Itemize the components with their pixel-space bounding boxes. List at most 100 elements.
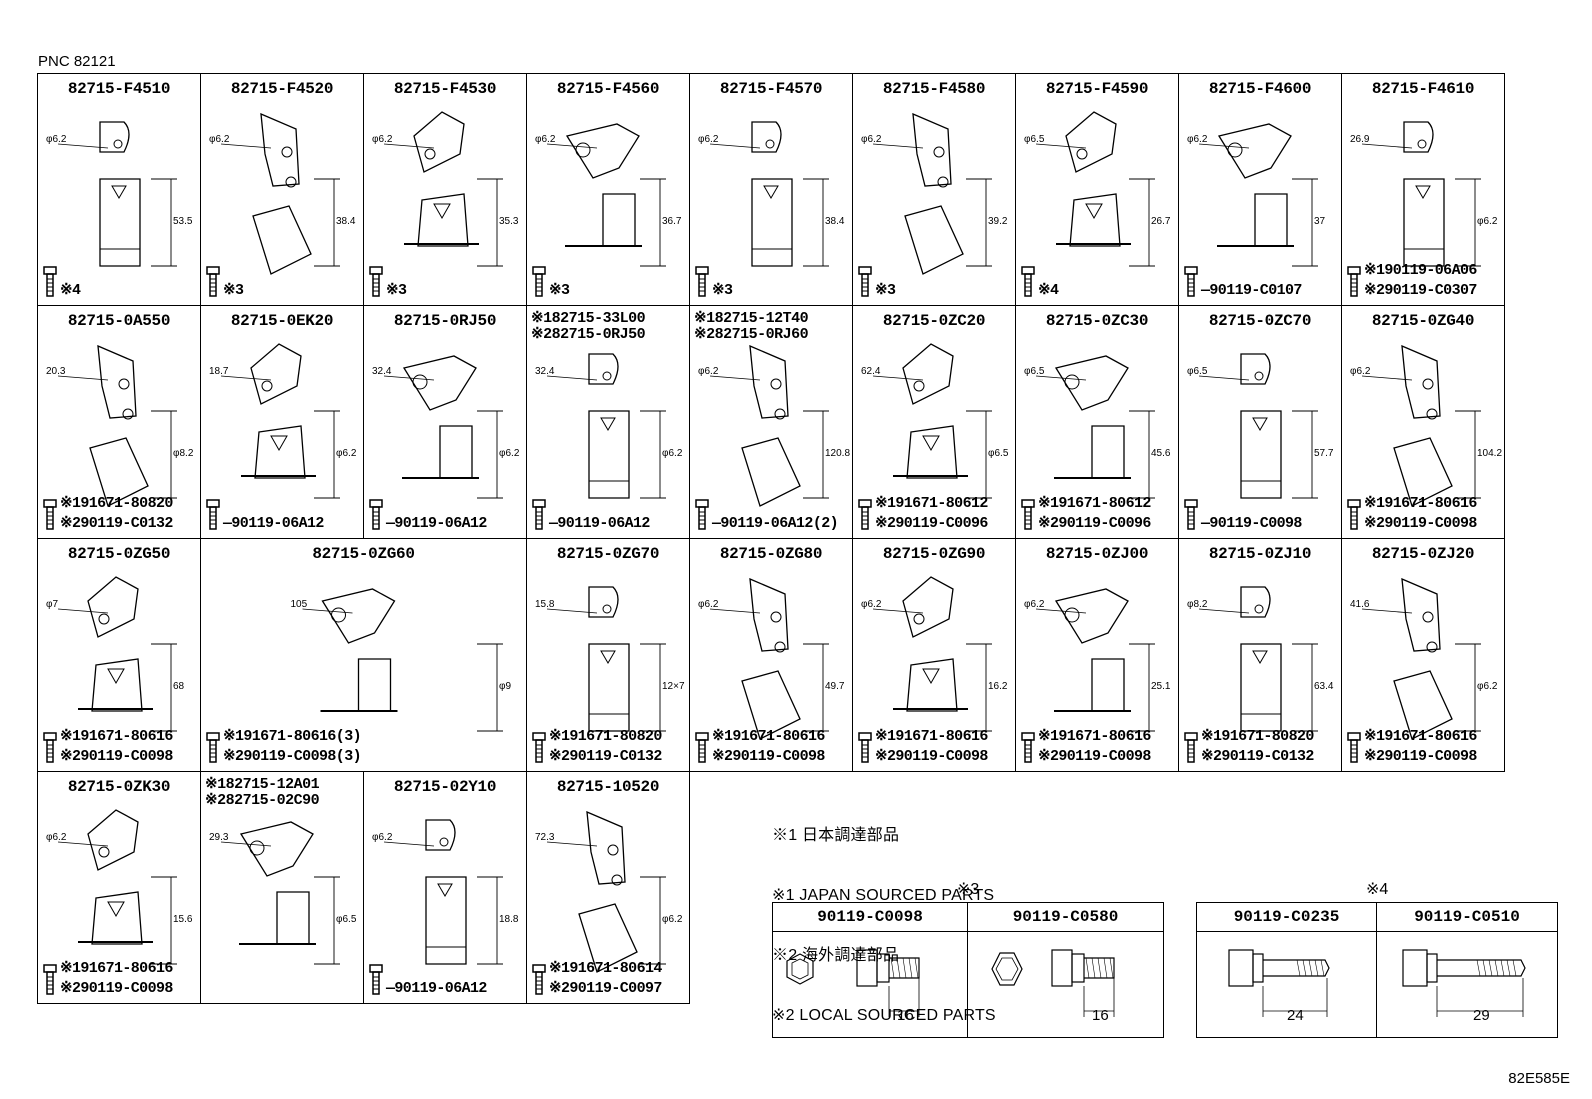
diagram-reference: 82E585E [1508, 1070, 1570, 1087]
bolt-part-number: ※191671-80616 ※290119-C0098 [875, 728, 988, 765]
dimension-label: 38.4 [336, 216, 356, 227]
bolt-spec: ※191671-80616(3) ※290119-C0098(3) [205, 727, 362, 767]
part-number: 82715-0ZG90 [882, 545, 986, 563]
dimension-label: φ6.2 [698, 134, 719, 145]
dimension-label: φ6.2 [698, 366, 719, 377]
dimension-label: 26.9 [1350, 134, 1370, 145]
bolt-part-number: ※191671-80820 ※290119-C0132 [549, 728, 662, 765]
dimension-label: φ6.2 [372, 832, 393, 843]
bolt-icon [206, 732, 220, 763]
dimension-label: 104.2 [1477, 448, 1503, 459]
bracket-drawing [302, 588, 503, 732]
bolt-icon [858, 499, 872, 530]
bolt-icon [1021, 499, 1035, 530]
bracket-drawing [1361, 344, 1481, 507]
dimension-label: φ6.5 [1024, 134, 1045, 145]
bolt-icon [43, 732, 57, 763]
bolt-part-number: —90119-C0098 [1201, 515, 1302, 532]
dimension-label: 32.4 [372, 366, 392, 377]
dimension-label: 39.2 [988, 216, 1008, 227]
dimension-label: 20.3 [46, 366, 66, 377]
dimension-label: φ7 [46, 599, 59, 610]
dimension-label: φ6.2 [861, 599, 882, 610]
bolt-part-number: 90119-C0235 [1197, 903, 1376, 932]
dimension-label: φ6.5 [1187, 366, 1208, 377]
note-3: ※2 海外調達部品 [772, 947, 900, 964]
part-number: 82715-0ZG40 [1371, 312, 1475, 330]
part-number: 82715-F4530 [393, 80, 497, 98]
dimension-label: φ6.2 [861, 134, 882, 145]
bolt-spec: ※190119-06A06 ※290119-C0307 [1346, 261, 1477, 301]
part-number: 82715-0ZJ20 [1371, 545, 1475, 563]
bolt-spec: ※3 [694, 266, 733, 301]
bolt-col: 90119-C0510 29 [1377, 903, 1557, 1037]
dimension-label: φ6.2 [662, 448, 683, 459]
dimension-label: φ8.2 [1187, 599, 1208, 610]
bolt-icon [369, 964, 383, 995]
part-number: 82715-0ZJ10 [1208, 545, 1312, 563]
bolt-spec: ※191671-80820 ※290119-C0132 [42, 494, 173, 534]
note-2: ※1 JAPAN SOURCED PARTS [772, 887, 995, 904]
part-number: 82715-0EK20 [230, 312, 334, 330]
bracket-drawing [1198, 586, 1318, 732]
bracket-drawing [1361, 121, 1481, 267]
bolt-spec: —90119-C0107 [1183, 266, 1302, 301]
dimension-label: φ6.2 [372, 134, 393, 145]
bolt-spec: ※4 [1020, 266, 1059, 301]
part-number: 82715-F4610 [1371, 80, 1475, 98]
dimension-label: φ6.2 [1477, 681, 1498, 692]
part-number: 82715-F4570 [719, 80, 823, 98]
part-number: 82715-0ZK30 [67, 778, 171, 796]
dimension-label: 105 [290, 599, 308, 610]
bolt-spec: ※191671-80820 ※290119-C0132 [531, 727, 662, 767]
bracket-drawing [1035, 111, 1155, 267]
part-number: 82715-F4560 [556, 80, 660, 98]
bolt-spec: —90119-06A12(2) [694, 499, 839, 534]
bolt-part-number: ※3 [386, 282, 407, 299]
bracket-drawing [383, 355, 503, 499]
dimension-label: 15.6 [173, 914, 193, 925]
dimension-label: 45.6 [1151, 448, 1171, 459]
sourcing-notes: ※1 日本調達部品 ※1 JAPAN SOURCED PARTS ※2 海外調達… [772, 786, 996, 1046]
bolt-spec: ※191671-80616 ※290119-C0098 [694, 727, 825, 767]
bolt-part-number: ※191671-80616 ※290119-C0098 [1364, 495, 1477, 532]
dimension-label: φ6.2 [336, 448, 357, 459]
dimension-label: 62.4 [861, 366, 881, 377]
bracket-drawing [220, 821, 340, 965]
bolt-part-number: ※191671-80612 ※290119-C0096 [875, 495, 988, 532]
dimension-label: φ6.2 [46, 832, 67, 843]
bolt-drawing [1402, 949, 1526, 1017]
dimension-label: φ8.2 [173, 448, 194, 459]
bolt-col: 90119-C0580 16 [968, 903, 1163, 1037]
bolt-part-number: —90119-06A12 [386, 980, 487, 997]
bolt-spec: ※191671-80612 ※290119-C0096 [1020, 494, 1151, 534]
bracket-drawing [546, 810, 666, 973]
bolt-part-number: —90119-06A12(2) [712, 515, 839, 532]
bolt-icon [858, 266, 872, 297]
bolt-icon [43, 499, 57, 530]
dimension-label: 49.7 [825, 681, 845, 692]
dimension-label: 18.7 [209, 366, 229, 377]
part-number: 82715-F4520 [230, 80, 334, 98]
bolt-length: 29 [1473, 1007, 1490, 1024]
dimension-label: 29.3 [209, 832, 229, 843]
bolt-length: 24 [1287, 1007, 1304, 1024]
dimension-label: φ6.5 [1024, 366, 1045, 377]
bolt-icon [1347, 499, 1361, 530]
bolt-icon [1021, 266, 1035, 297]
dimension-label: φ6.5 [336, 914, 357, 925]
dimension-label: 41.6 [1350, 599, 1370, 610]
part-number: 82715-0A550 [67, 312, 171, 330]
bolt-spec: ※3 [857, 266, 896, 301]
bolt-spec: —90119-06A12 [368, 499, 487, 534]
